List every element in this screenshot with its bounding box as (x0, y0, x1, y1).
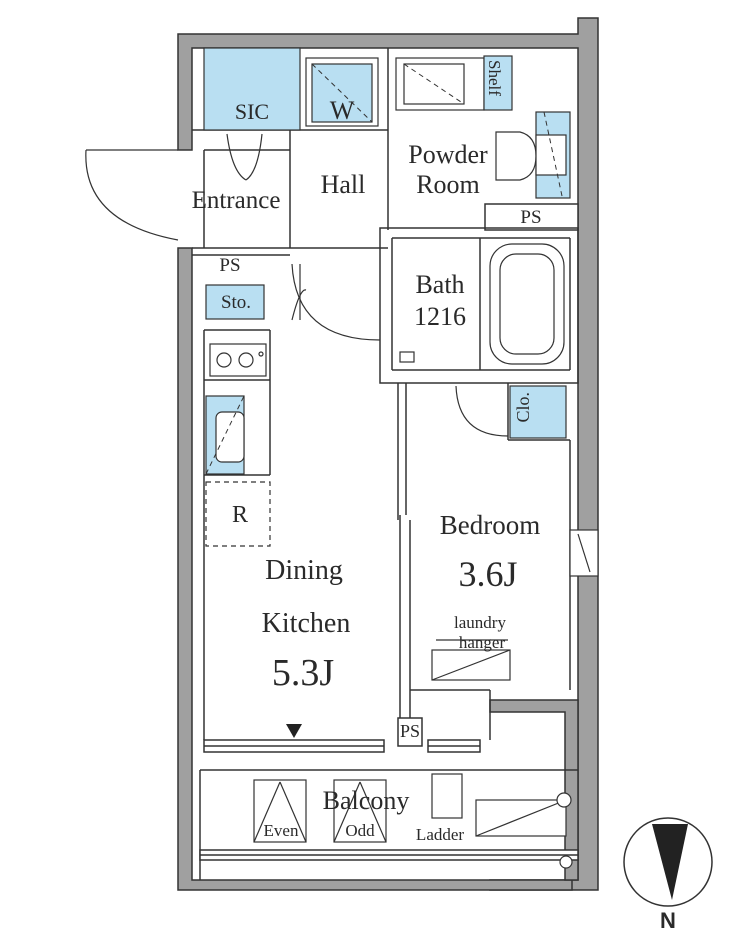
ladder-label: Ladder (415, 825, 465, 844)
clo-label: Clo. (513, 392, 533, 423)
fixture-diagonals (205, 63, 563, 475)
laundry-hanger-label-2: hanger (458, 633, 506, 652)
hall-label: Hall (320, 170, 366, 199)
sic-label: SIC (234, 99, 270, 124)
balcony-items (253, 639, 573, 869)
dk-size-label: 5.3J (271, 652, 335, 694)
sto-label: Sto. (220, 292, 252, 313)
compass (623, 817, 713, 907)
r-label: R (231, 502, 249, 528)
laundry-hanger-label-1: laundry (454, 613, 506, 632)
entrance-label: Entrance (191, 187, 281, 214)
bath-size-label: 1216 (414, 302, 466, 331)
shelf-label: Shelf (485, 60, 504, 96)
ps-bottom-label: PS (399, 721, 421, 741)
bath-label: Bath (415, 270, 465, 299)
w-label: W (329, 96, 355, 125)
ps-top-right-label: PS (520, 207, 542, 228)
fixtures (203, 47, 571, 475)
kitchen-label: Kitchen (261, 608, 351, 639)
toilet (495, 131, 567, 181)
odd-label: Odd (345, 821, 375, 840)
bedroom-size-label: 3.6J (458, 554, 518, 594)
bedroom-window (569, 529, 599, 577)
compass-north-label: N (660, 908, 676, 933)
door-swings (85, 133, 509, 437)
entrance-marker (286, 724, 302, 738)
dining-label: Dining (265, 555, 343, 586)
interior-walls (192, 48, 579, 880)
bedroom-label: Bedroom (439, 510, 541, 540)
kitchen-details (205, 343, 271, 547)
powder-room-label-2: Room (416, 170, 480, 199)
ps-left-label: PS (219, 255, 241, 276)
powder-room-label-1: Powder (408, 140, 488, 169)
even-label: Even (263, 821, 299, 840)
bathtub (399, 243, 565, 365)
balcony-label: Balcony (322, 786, 410, 815)
